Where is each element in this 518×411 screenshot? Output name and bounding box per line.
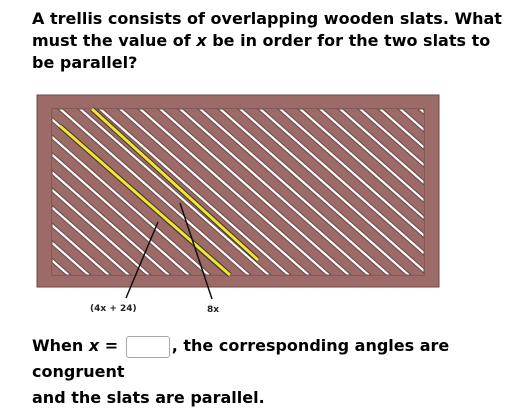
trellis-figure: (4x + 24) 8x [0, 94, 518, 315]
slat-ascending [460, 100, 518, 285]
pointer-right [179, 202, 213, 300]
answer-sentence: When x = , the corresponding angles are … [32, 333, 512, 411]
question-text: A trellis consists of overlapping wooden… [32, 9, 502, 72]
slat-ascending [0, 100, 30, 285]
angle-label-right: 8x [207, 305, 219, 315]
x-answer-input[interactable] [125, 335, 170, 358]
answer-sentence-line2: and the slats are parallel. [32, 388, 265, 407]
highlighted-slats [58, 107, 260, 277]
ascending-slats [0, 100, 518, 285]
angle-label-left: (4x + 24) [90, 304, 137, 314]
slat-descending [440, 100, 518, 285]
pointer-left [125, 221, 159, 299]
slat-descending [0, 100, 10, 285]
